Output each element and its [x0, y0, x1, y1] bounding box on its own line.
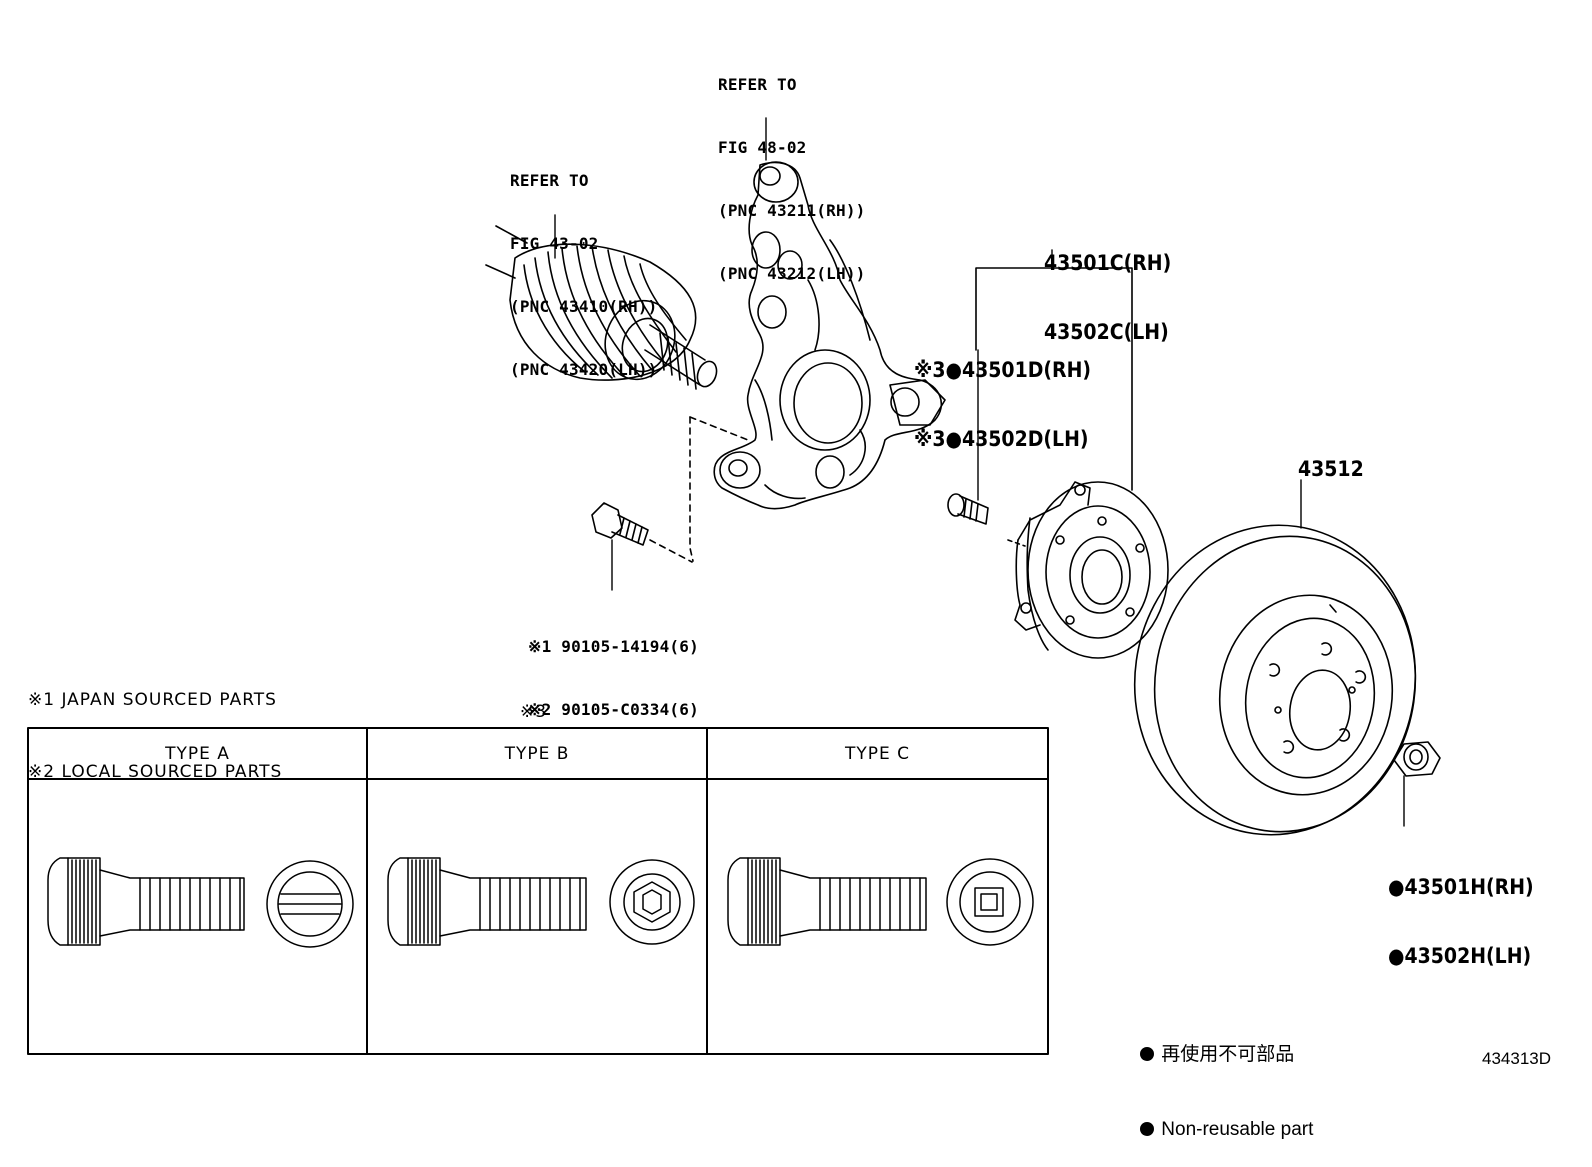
hub-nut-label: ●43501H(RH) ●43502H(LH) [1388, 830, 1534, 991]
knuckle-ref-line-4: (PNC 43212(LH)) [718, 264, 866, 283]
knuckle-reference-label: REFER TO FIG 48-02 (PNC 43211(RH)) (PNC … [718, 32, 866, 305]
type-b-header: TYPE B [504, 744, 570, 764]
shaft-ref-line-4: (PNC 43420(LH)) [510, 360, 658, 379]
hub-bolt-rh: ※3●43501D(RH) [914, 358, 1092, 382]
legend-jp-text: 再使用不可部品 [1161, 1044, 1295, 1065]
shaft-ref-line-3: (PNC 43410(RH)) [510, 297, 658, 316]
type-b-stud-illustration [387, 857, 695, 946]
non-reusable-dot-icon [1140, 1122, 1154, 1136]
knuckle-bolt-japan: ※1 90105-14194(6) [528, 637, 699, 656]
legend-jp-row: 再使用不可部品 [1140, 1042, 1313, 1067]
shaft-ref-line-2: FIG 43-02 [510, 234, 599, 253]
source-notes: ※1 JAPAN SOURCED PARTS ※2 LOCAL SOURCED … [28, 640, 282, 808]
figure-id: 434313D [1482, 1049, 1552, 1068]
note-local-sourced: ※2 LOCAL SOURCED PARTS [28, 762, 283, 782]
legend-en-text: Non-reusable part [1161, 1119, 1314, 1140]
hub-bolt-illustration [947, 349, 989, 525]
type-c-header: TYPE C [844, 744, 911, 764]
hub-nut-rh: ●43501H(RH) [1388, 875, 1534, 899]
bolt-dashed-leader [649, 416, 749, 563]
shaft-ref-line-1: REFER TO [510, 171, 589, 190]
type-a-stud-illustration [47, 857, 354, 948]
knuckle-ref-line-2: FIG 48-02 [718, 138, 807, 157]
hub-bolt-label: ※3●43501D(RH) ※3●43502D(LH) [914, 313, 1091, 474]
knuckle-bolt-label: ※1 90105-14194(6) ※2 90105-C0334(6) [528, 594, 699, 741]
note-japan-sourced: ※1 JAPAN SOURCED PARTS [28, 690, 277, 710]
hub-assy-lh: 43502C(LH) [1044, 320, 1169, 344]
legend-en-row: Non-reusable part [1140, 1117, 1313, 1142]
non-reusable-dot-icon [1140, 1047, 1154, 1061]
hub-assy-label: 43501C(RH) 43502C(LH) [1044, 206, 1171, 367]
type-table [27, 727, 1049, 1055]
type-a-header: TYPE A [165, 744, 230, 764]
knuckle-ref-line-3: (PNC 43211(RH)) [718, 201, 866, 220]
drive-shaft-illustration [485, 214, 718, 390]
type-c-stud-illustration [727, 857, 1034, 946]
knuckle-bolt-illustration [591, 502, 649, 591]
knuckle-ref-line-1: REFER TO [718, 75, 797, 94]
hub-nut-lh: ●43502H(LH) [1388, 944, 1532, 968]
steering-knuckle-illustration [713, 117, 946, 510]
parts-diagram [27, 117, 1441, 1055]
hub-nut-illustration [1393, 741, 1441, 827]
hub-assy-rh: 43501C(RH) [1044, 251, 1172, 275]
table-marker: ※3 [520, 702, 548, 722]
disc-label: 43512 [1298, 457, 1364, 481]
knuckle-bolt-local: ※2 90105-C0334(6) [528, 700, 699, 719]
brake-disc-illustration [1133, 479, 1417, 836]
drive-shaft-reference-label: REFER TO FIG 43-02 (PNC 43410(RH)) (PNC … [510, 128, 658, 401]
legend: 再使用不可部品 Non-reusable part [1140, 992, 1313, 1167]
hub-bolt-lh: ※3●43502D(LH) [914, 427, 1089, 451]
hub-bearing-illustration [975, 249, 1169, 659]
